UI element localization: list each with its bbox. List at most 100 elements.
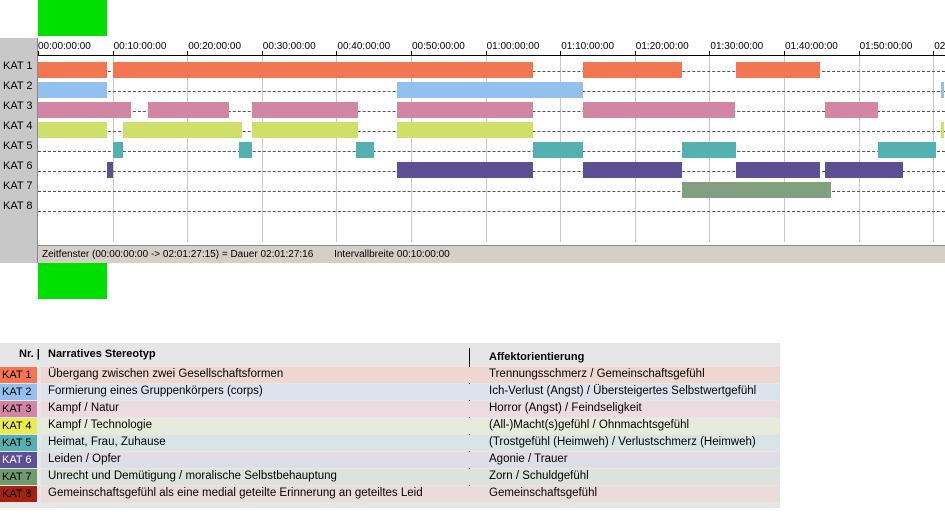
time-tick [858, 51, 860, 55]
segment-kat-7[interactable] [681, 182, 831, 198]
time-label: 01:00:00:00 [486, 41, 540, 52]
legend-affekt-header: Affektorientierung [489, 351, 585, 363]
legend-row-bg [41, 452, 780, 468]
legend-affekt: Trennungsschmerz / Gemeinschaftsgefühl [489, 368, 705, 380]
legend-stereotyp: Übergang zwischen zwei Gesellschaftsform… [48, 368, 284, 380]
legend-kat-badge: KAT 3 [0, 401, 37, 417]
legend-row-bg [41, 469, 780, 485]
segment-kat-3[interactable] [396, 102, 533, 118]
row-line [38, 151, 945, 152]
legend-affekt: Ich-Verlust (Angst) / Übersteigertes Sel… [489, 385, 757, 397]
segment-kat-1[interactable] [735, 62, 820, 78]
intervall-text: Intervallbreite 00:10:00:00 [334, 249, 450, 260]
segment-kat-5[interactable] [532, 142, 584, 158]
segment-kat-2[interactable] [396, 82, 584, 98]
segment-kat-6[interactable] [825, 162, 904, 178]
row-label-kat-6: KAT 6 [3, 160, 33, 172]
row-label-kat-3: KAT 3 [3, 100, 33, 112]
segment-kat-4[interactable] [252, 122, 359, 138]
legend-row-bg [41, 418, 780, 434]
time-tick [336, 51, 338, 55]
segment-kat-5[interactable] [355, 142, 374, 158]
segment-kat-5[interactable] [681, 142, 736, 158]
grid-line [784, 56, 785, 242]
time-label: 01:50:00:00 [859, 41, 913, 52]
legend-kat-badge: KAT 8 [0, 486, 37, 502]
segment-kat-3[interactable] [252, 102, 359, 118]
legend-row: KAT 8 Gemeinschaftsgefühl als eine medial… [0, 486, 780, 502]
segment-kat-6[interactable] [583, 162, 682, 178]
row-label-kat-8: KAT 8 [3, 200, 33, 212]
row-label-kat-2: KAT 2 [3, 80, 33, 92]
time-tick [634, 51, 636, 55]
segment-kat-4[interactable] [38, 122, 108, 138]
segment-kat-5[interactable] [877, 142, 937, 158]
time-tick [933, 51, 935, 55]
time-label: 01:30:00:00 [710, 41, 764, 52]
segment-kat-5[interactable] [113, 142, 124, 158]
segment-kat-3[interactable] [825, 102, 878, 118]
time-label: 01:40:00:00 [785, 41, 838, 52]
segment-kat-6[interactable] [107, 162, 114, 178]
grid-line [261, 56, 263, 242]
segment-kat-1[interactable] [583, 62, 682, 78]
time-tick [485, 51, 487, 55]
time-label: 00:30:00:00 [262, 41, 316, 52]
segment-kat-1[interactable] [113, 62, 533, 78]
segment-kat-2[interactable] [38, 82, 108, 98]
legend-row-bg [41, 367, 780, 383]
row-label-kat-1: KAT 1 [3, 60, 33, 72]
legend-table: Nr. | Narratives Stereotyp Affektorienti… [0, 343, 780, 508]
time-tick [560, 51, 562, 55]
legend-row-bg [41, 486, 780, 502]
grid-line [112, 56, 114, 242]
segment-kat-4[interactable] [940, 122, 945, 138]
time-label: 01:10:00:00 [561, 41, 615, 52]
segment-kat-6[interactable] [735, 162, 820, 178]
time-label: 00:10:00:00 [113, 41, 167, 52]
segment-kat-3[interactable] [583, 102, 736, 118]
segment-kat-4[interactable] [396, 122, 533, 138]
legend-affekt: (All-)Macht(s)gefühl / Ohnmachtsgefühl [489, 419, 690, 431]
grid-line [411, 56, 412, 242]
green-marker-top [38, 0, 107, 36]
time-tick [187, 51, 189, 55]
legend-kat-badge: KAT 5 [0, 435, 37, 451]
legend-stereotyp: Heimat, Frau, Zuhause [48, 436, 166, 448]
row-label-kat-7: KAT 7 [3, 180, 33, 192]
legend-row-bg [41, 401, 780, 417]
segment-kat-6[interactable] [396, 162, 533, 178]
segment-kat-3[interactable] [147, 102, 229, 118]
legend-kat-badge: KAT 6 [0, 452, 37, 468]
legend-kat-badge: KAT 1 [0, 367, 37, 383]
time-tick [709, 51, 711, 55]
legend-stereotyp: Unrecht und Demütigung / moralische Selb… [48, 470, 337, 482]
time-label: 02 [934, 41, 945, 52]
legend-stereotyp-header: Narratives Stereotyp [48, 348, 156, 360]
legend-nr-header: Nr. | [19, 348, 40, 360]
grid-line [485, 56, 487, 242]
segment-kat-3[interactable] [38, 102, 132, 118]
segment-kat-4[interactable] [123, 122, 243, 138]
time-tick [38, 51, 39, 55]
time-label: 00:50:00:00 [412, 41, 465, 52]
segment-kat-5[interactable] [239, 142, 253, 158]
legend-affekt: Gemeinschaftsgefühl [489, 487, 598, 499]
legend-kat-badge: KAT 4 [0, 418, 37, 434]
legend-stereotyp: Formierung eines Gruppenkörpers (corps) [48, 385, 263, 397]
legend-affekt: Zorn / Schuldgefühl [489, 470, 589, 482]
legend-stereotyp: Gemeinschaftsgefühl als eine medial gete… [48, 487, 423, 499]
row-line [38, 191, 945, 192]
legend-row: KAT 1 Übergang zwischen zwei Gesellschaft… [0, 367, 780, 383]
segment-kat-2[interactable] [940, 82, 945, 98]
segment-kat-1[interactable] [38, 62, 108, 78]
legend-row-bg [41, 435, 780, 451]
legend-affekt: Agonie / Trauer [489, 453, 568, 465]
